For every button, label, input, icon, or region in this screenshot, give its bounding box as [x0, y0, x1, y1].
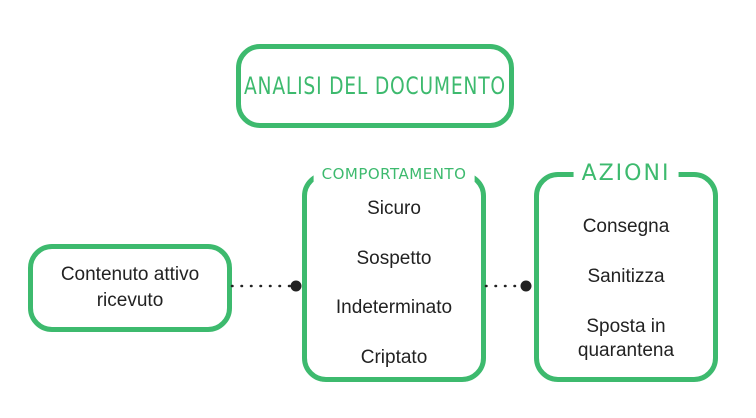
behavior-box: COMPORTAMENTO Sicuro Sospetto Indetermin…	[302, 165, 486, 382]
action-item-quarantine: Sposta in quarantena	[577, 316, 675, 361]
actions-title: AZIONI	[573, 161, 679, 186]
behavior-title: COMPORTAMENTO	[313, 165, 475, 183]
diagram-title: ANALISI DEL DOCUMENTO	[243, 72, 507, 100]
connector-behavior-actions	[484, 280, 532, 292]
behavior-item-safe: Sicuro	[367, 198, 421, 219]
input-box: Contenuto attivo ricevuto	[28, 244, 232, 332]
action-item-deliver: Consegna	[582, 216, 670, 237]
input-label: Contenuto attivo ricevuto	[60, 264, 200, 311]
behavior-item-undetermined: Indeterminato	[335, 297, 453, 318]
title-box: ANALISI DEL DOCUMENTO	[236, 44, 514, 128]
connector-input-behavior	[230, 280, 302, 292]
action-item-sanitize: Sanitizza	[587, 266, 665, 287]
actions-box: AZIONI Consegna Sanitizza Sposta in quar…	[534, 161, 718, 382]
behavior-item-suspicious: Sospetto	[356, 248, 432, 269]
connector-dot	[290, 280, 302, 292]
behavior-item-encrypted: Criptato	[360, 347, 428, 368]
connector-dot	[520, 280, 532, 292]
